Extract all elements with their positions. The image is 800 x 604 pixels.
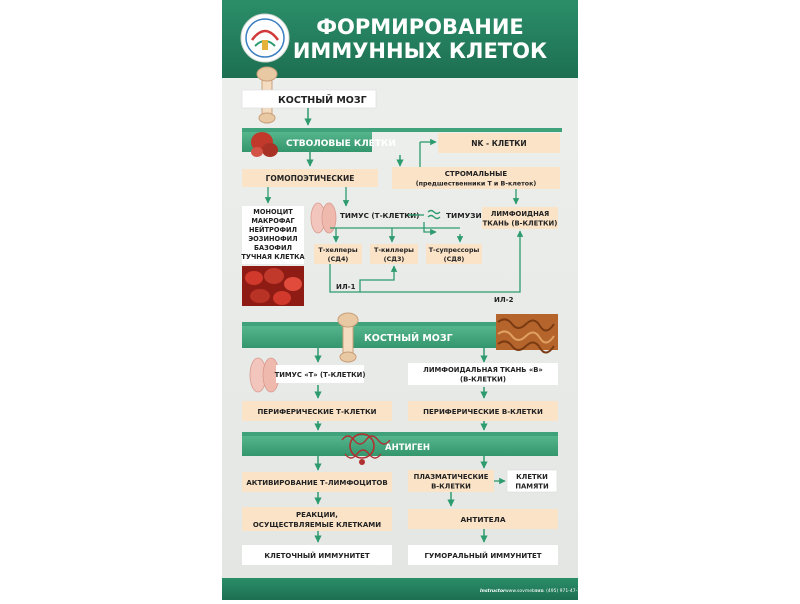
thymus-icon [310, 202, 337, 234]
stromal-label-1: СТРОМАЛЬНЫЕ [445, 170, 508, 178]
bone-marrow-label: КОСТНЫЙ МОЗГ [278, 94, 367, 106]
cellular-immunity-label: КЛЕТОЧНЫЙ ИММУНИТЕТ [264, 551, 370, 560]
helpers-label-1: Т-хелперы [318, 246, 357, 254]
antigen-label: АНТИГЕН [385, 443, 430, 453]
emblem-icon [240, 13, 290, 63]
antibodies-label: АНТИТЕЛА [460, 515, 505, 524]
thymus-label: ТИМУС (Т-КЛЕТКИ) [340, 211, 419, 220]
lymphoid-box [482, 207, 558, 229]
footer-website: www.sovmebo.ru [505, 588, 544, 594]
myeloid-item: МОНОЦИТ [253, 208, 293, 216]
killers-box [370, 244, 418, 264]
reactions-label-1: РЕАКЦИИ, [296, 511, 338, 519]
activation-box [242, 472, 392, 492]
bone-icon [337, 312, 359, 363]
myeloid-item: НЕЙТРОФИЛ [249, 225, 297, 234]
il2-label: ИЛ-2 [494, 296, 514, 304]
footer-band [222, 578, 578, 600]
il1-label: ИЛ-1 [336, 283, 356, 291]
killers-label-2: (СД3) [384, 255, 405, 263]
suppressors-box [426, 244, 482, 264]
plasma-box [408, 470, 494, 492]
memory-label-1: КЛЕТКИ [516, 473, 548, 481]
humoral-immunity-label: ГУМОРАЛЬНЫЙ ИММУНИТЕТ [424, 551, 541, 560]
myeloid-item: БАЗОФИЛ [254, 244, 292, 252]
footer-publisher: Instructor [480, 588, 506, 594]
lymphoid-b-label-2: (В-КЛЕТКИ) [460, 376, 506, 384]
lymphoid-b-box [408, 363, 558, 385]
peripheral-t-label: ПЕРИФЕРИЧЕСКИЕ Т-КЛЕТКИ [257, 408, 376, 416]
lymphoid-label-1: ЛИМФОИДНАЯ [491, 210, 550, 218]
antigen-bar-line [242, 432, 558, 436]
stromal-box [392, 167, 560, 189]
bone-marrow-bar [242, 326, 558, 348]
peripheral-b-box [408, 401, 558, 421]
lymphoid-label-2: ТКАНЬ (В-КЛЕТКИ) [483, 220, 558, 228]
il2-arrow [360, 230, 524, 293]
humoral-immunity-box [408, 545, 558, 565]
antigen-cell-icon [341, 433, 391, 465]
helpers-box [314, 244, 362, 264]
arrow-thymosin-to-suppressors [423, 222, 437, 236]
memory-label-2: ПАМЯТИ [515, 483, 549, 491]
myeloid-list: МОНОЦИТ МАКРОФАГ НЕЙТРОФИЛ ЭОЗИНОФИЛ БАЗ… [241, 208, 305, 261]
antigen-bar [242, 436, 558, 456]
lymphoid-b-label-1: ЛИМФОИДАЛЬНАЯ ТКАНЬ «В» [423, 366, 543, 374]
title-line-2: ИММУННЫХ КЛЕТОК [293, 39, 547, 63]
killers-label-1: Т-киллеры [374, 246, 414, 254]
antibodies-box [408, 509, 558, 529]
thymus-t-box [276, 365, 364, 383]
peripheral-b-label: ПЕРИФЕРИЧЕСКИЕ В-КЛЕТКИ [423, 408, 543, 416]
il1-arrow [359, 265, 398, 292]
red-blood-cells-icon [242, 266, 304, 306]
stromal-label-2: (предшественники Т и В-клеток) [416, 181, 537, 188]
hematopoietic-label: ГОМОПОЭТИЧЕСКИЕ [266, 174, 355, 183]
suppressors-label-2: (СД8) [444, 255, 465, 263]
bottom-bar-line [242, 322, 558, 326]
plasma-label-1: ПЛАЗМАТИЧЕСКИЕ [414, 473, 489, 481]
cellular-immunity-box [242, 545, 392, 565]
blood-cells-icon [251, 132, 278, 157]
activation-label: АКТИВИРОВАНИЕ Т-ЛИМФОЦИТОВ [246, 479, 387, 487]
title-line-1: ФОРМИРОВАНИЕ [316, 15, 524, 39]
peripheral-t-box [242, 401, 392, 421]
stem-cells-label: СТВОЛОВЫЕ КЛЕТКИ [286, 139, 396, 149]
il1-line [329, 264, 360, 293]
myeloid-list-box [242, 206, 304, 264]
thymus-t-label: ТИМУС «Т» (Т-КЛЕТКИ) [275, 371, 366, 379]
thymosin-label: ТИМУЗИН [446, 211, 488, 220]
myeloid-item: МАКРОФАГ [251, 217, 295, 225]
myeloid-item: ЭОЗИНОФИЛ [248, 235, 297, 243]
nk-cells-label: NK - КЛЕТКИ [471, 139, 526, 148]
helpers-label-2: (СД4) [328, 255, 349, 263]
hematopoietic-box [242, 169, 378, 187]
thymosin-wave-icon [427, 214, 441, 220]
memory-cells-box [506, 469, 558, 493]
myeloid-item: ТУЧНАЯ КЛЕТКА [241, 253, 305, 261]
stem-bar-line [242, 128, 562, 132]
bone-marrow-box [241, 89, 377, 109]
reactions-box [242, 507, 392, 531]
nk-cells-box [438, 133, 560, 153]
suppressors-label-1: Т-супрессоры [429, 246, 480, 254]
plasma-label-2: В-КЛЕТКИ [431, 483, 471, 491]
bottom-bone-marrow-label: КОСТНЫЙ МОЗГ [364, 332, 453, 344]
tissue-icon [496, 314, 558, 354]
reactions-label-2: ОСУЩЕСТВЛЯЕМЫЕ КЛЕТКАМИ [253, 521, 381, 529]
footer-phone: тел. (495) 971-47-18 [535, 588, 583, 594]
thymosin-wave-icon [427, 209, 441, 215]
